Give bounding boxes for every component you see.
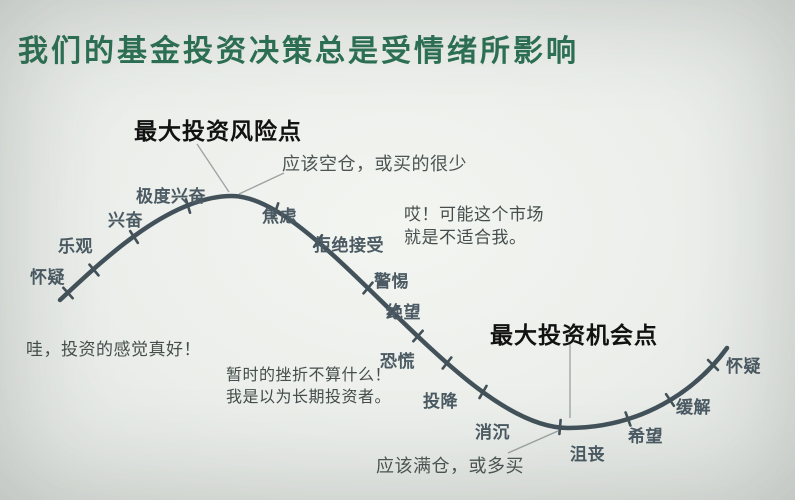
tick-doubt-left	[62, 286, 74, 300]
feel-great-quote: 哇，投资的感觉真好！	[26, 340, 201, 359]
setback-quote-line1: 暂时的挫折不算什么！	[226, 367, 392, 384]
max-risk-point-label: 最大投资风险点	[134, 118, 302, 144]
emotion-curve-path	[57, 193, 730, 431]
emotion-label-optimism: 乐观	[58, 237, 93, 256]
emotion-label-relief: 缓解	[676, 398, 711, 417]
emotion-label-doubt-left: 怀疑	[30, 268, 65, 287]
not-fit-quote-line1: 哎！可能这个市场	[404, 205, 544, 224]
risk-advice-note: 应该空仓，或买的很少	[282, 154, 467, 174]
risk-advice-leader-line	[238, 172, 285, 195]
tick-despair	[386, 305, 400, 319]
opportunity-advice-leader-line	[507, 430, 559, 454]
emotion-label-despair: 绝望	[386, 303, 421, 322]
not-fit-quote-line2: 就是不适合我。	[404, 228, 527, 247]
emotion-label-anxiety: 焦虑	[262, 207, 297, 226]
emotion-label-denial: 拒绝接受	[314, 236, 384, 255]
tick-dejection	[558, 418, 562, 436]
tick-excitement	[128, 229, 140, 245]
risk-label-leader-line	[196, 143, 230, 193]
tick-capitulation	[441, 356, 453, 370]
emotion-label-excitement: 兴奋	[108, 211, 143, 230]
page-title: 我们的基金投资决策总是受情绪所影响	[18, 35, 579, 68]
tick-relief	[664, 392, 676, 408]
tick-anxiety	[272, 202, 280, 218]
tick-depression	[478, 384, 488, 400]
emotion-label-euphoria: 极度兴奋	[136, 187, 206, 206]
tick-alert	[362, 281, 374, 295]
emotion-label-dejection: 沮丧	[570, 445, 605, 464]
emotion-label-panic: 恐慌	[380, 352, 415, 371]
tick-doubt-right	[706, 358, 720, 372]
emotion-label-alert: 警惕	[374, 272, 409, 291]
curve-tick-marks	[62, 198, 720, 436]
leader-lines	[196, 143, 571, 454]
setback-quote-line2: 我是以为长期投资者。	[226, 389, 392, 406]
not-fit-quote: 哎！可能这个市场 就是不适合我。	[404, 203, 544, 249]
tick-optimism	[88, 263, 100, 277]
emotion-label-depression: 消沉	[475, 423, 510, 442]
setback-quote: 暂时的挫折不算什么！ 我是以为长期投资者。	[226, 365, 391, 409]
max-opportunity-point-label: 最大投资机会点	[490, 322, 658, 348]
opportunity-advice-note: 应该满仓，或多买	[376, 456, 524, 476]
emotion-label-doubt-right: 怀疑	[726, 357, 761, 376]
tick-panic	[412, 329, 424, 343]
tick-denial	[312, 233, 324, 249]
tick-euphoria	[184, 198, 192, 214]
emotion-label-capitulation: 投降	[423, 392, 458, 411]
tick-hope	[624, 411, 632, 427]
emotion-label-hope: 希望	[628, 427, 663, 446]
